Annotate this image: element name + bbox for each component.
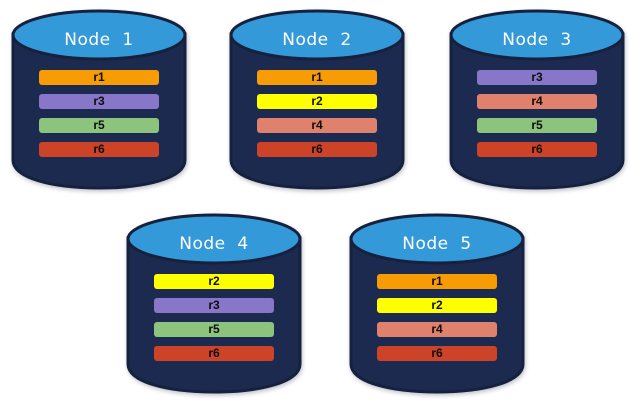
replica-bar[interactable]: r4 (377, 322, 497, 337)
cylinder-top-ellipse (229, 9, 405, 61)
replica-bar[interactable]: r3 (477, 70, 597, 85)
replica-bar[interactable]: r5 (477, 118, 597, 133)
replica-bar[interactable]: r3 (39, 94, 159, 109)
replica-bar[interactable]: r1 (257, 70, 377, 85)
database-node[interactable]: Node 5 r1 r2 r4 r6 (348, 212, 526, 394)
replica-bar[interactable]: r3 (154, 298, 274, 313)
cylinder-top-ellipse (11, 9, 187, 61)
replica-bar[interactable]: r6 (154, 346, 274, 361)
cylinder-top-ellipse (449, 9, 625, 61)
database-node[interactable]: Node 3 r3 r4 r5 r6 (448, 8, 626, 190)
replica-bar[interactable]: r6 (257, 142, 377, 157)
node-label: Node 1 (64, 30, 134, 50)
replica-bar[interactable]: r2 (257, 94, 377, 109)
replica-list: r1 r3 r5 r6 (39, 70, 159, 157)
database-node[interactable]: Node 4 r2 r3 r5 r6 (125, 212, 303, 394)
node-label: Node 3 (502, 30, 572, 50)
replica-list: r1 r2 r4 r6 (257, 70, 377, 157)
replica-list: r2 r3 r5 r6 (154, 274, 274, 361)
replica-list: r3 r4 r5 r6 (477, 70, 597, 157)
replica-bar[interactable]: r2 (154, 274, 274, 289)
database-node[interactable]: Node 2 r1 r2 r4 r6 (228, 8, 406, 190)
replica-bar[interactable]: r1 (377, 274, 497, 289)
cylinder-top-ellipse (126, 213, 302, 265)
replica-bar[interactable]: r1 (39, 70, 159, 85)
replica-bar[interactable]: r5 (39, 118, 159, 133)
node-label: Node 2 (282, 30, 352, 50)
cylinder-top-ellipse (349, 213, 525, 265)
replica-bar[interactable]: r6 (477, 142, 597, 157)
replica-bar[interactable]: r4 (477, 94, 597, 109)
replica-bar[interactable]: r2 (377, 298, 497, 313)
replica-bar[interactable]: r6 (377, 346, 497, 361)
replica-bar[interactable]: r6 (39, 142, 159, 157)
replica-list: r1 r2 r4 r6 (377, 274, 497, 361)
node-label: Node 5 (402, 234, 472, 254)
node-label: Node 4 (179, 234, 249, 254)
replica-bar[interactable]: r4 (257, 118, 377, 133)
replica-bar[interactable]: r5 (154, 322, 274, 337)
database-node[interactable]: Node 1 r1 r3 r5 r6 (10, 8, 188, 190)
